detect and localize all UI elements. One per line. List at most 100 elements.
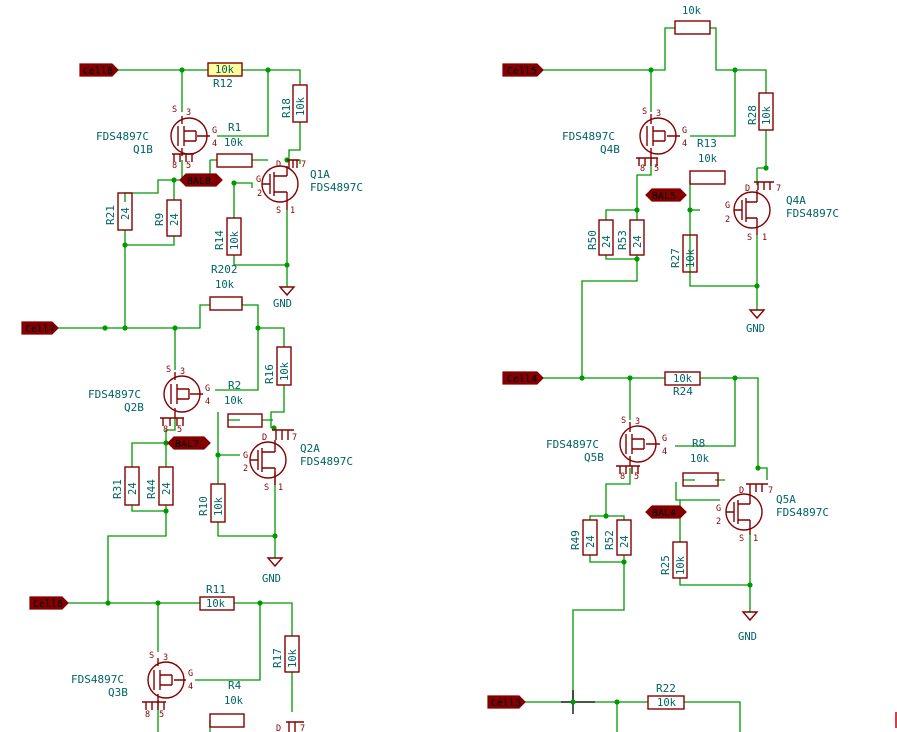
mosfet-q4a: G 2 D 7 S 1 Q4A FDS4897C (725, 181, 839, 243)
svg-text:10k: 10k (206, 598, 226, 610)
resistor-r16: 10k R16 (263, 346, 292, 386)
svg-text:10k: 10k (295, 96, 307, 116)
svg-text:7: 7 (768, 486, 773, 496)
svg-text:S: S (642, 107, 647, 117)
svg-text:G: G (243, 451, 248, 461)
svg-text:1: 1 (762, 233, 767, 243)
svg-text:R50: R50 (586, 230, 599, 250)
svg-text:R13: R13 (697, 137, 717, 150)
svg-text:7: 7 (776, 184, 781, 194)
ground-symbol-q5a: GND (738, 611, 759, 643)
svg-text:10k: 10k (761, 105, 773, 125)
svg-text:G: G (205, 384, 210, 394)
svg-text:FDS4897C: FDS4897C (96, 130, 149, 143)
svg-text:R1: R1 (228, 121, 241, 134)
resistor-r31: 24 R31 (111, 466, 140, 506)
svg-text:24: 24 (120, 207, 132, 220)
svg-text:24: 24 (127, 482, 139, 495)
svg-text:BAL4: BAL4 (652, 508, 676, 519)
svg-text:FDS4897C: FDS4897C (776, 506, 829, 519)
svg-text:7: 7 (300, 724, 305, 732)
svg-text:G: G (725, 201, 730, 211)
junctions (102, 67, 769, 705)
svg-text:FDS4897C: FDS4897C (546, 438, 599, 451)
resistor-r10: 10k R10 (197, 483, 226, 523)
svg-text:10k: 10k (685, 248, 697, 268)
mosfet-q5a: G 2 D 7 S 1 Q5A FDS4897C (716, 483, 829, 544)
svg-text:1: 1 (753, 534, 758, 544)
svg-text:FDS4897C: FDS4897C (300, 455, 353, 468)
svg-text:10k: 10k (673, 373, 693, 385)
svg-text:S: S (739, 534, 744, 544)
resistor-r24: 10k R24 (664, 371, 701, 398)
svg-text:Cell4: Cell4 (507, 374, 537, 385)
svg-text:10k: 10k (279, 361, 291, 381)
svg-text:Q1A: Q1A (310, 168, 330, 181)
svg-text:Q2A: Q2A (300, 442, 320, 455)
svg-text:R53: R53 (616, 230, 629, 250)
svg-text:5: 5 (177, 425, 182, 435)
svg-text:10k: 10k (224, 137, 244, 149)
svg-text:4: 4 (682, 139, 687, 149)
svg-text:3: 3 (180, 367, 185, 377)
svg-text:7: 7 (292, 433, 297, 443)
svg-text:G: G (188, 669, 193, 679)
mosfet-q1b: S 3 G 4 8 5 FDS4897C Q1B (96, 105, 217, 171)
svg-text:BAL8: BAL8 (187, 176, 211, 187)
svg-text:GND: GND (262, 573, 281, 585)
svg-text:Q4B: Q4B (600, 143, 620, 156)
svg-text:R28: R28 (746, 105, 759, 125)
resistor-r14: 10k R14 (213, 217, 242, 256)
svg-text:GND: GND (738, 631, 757, 643)
svg-text:Cell3: Cell3 (491, 698, 521, 709)
svg-text:FDS4897C: FDS4897C (562, 130, 615, 143)
resistor-r17: 10k R17 (271, 635, 300, 673)
svg-text:24: 24 (585, 535, 597, 548)
net-label-bal7: BAL7 (167, 436, 211, 450)
svg-text:R27: R27 (669, 248, 682, 268)
svg-text:R31: R31 (111, 479, 124, 499)
svg-text:S: S (621, 416, 626, 426)
svg-text:10k: 10k (215, 64, 235, 76)
svg-text:R17: R17 (271, 648, 284, 668)
svg-text:R22: R22 (656, 682, 676, 695)
resistor-r21: 24 R21 (104, 192, 133, 231)
svg-text:5: 5 (634, 472, 639, 482)
svg-text:10k: 10k (675, 555, 687, 575)
svg-text:Cell6: Cell6 (33, 599, 63, 610)
mosfet-q3b: S 3 G 4 8 5 FDS4897C Q3B (71, 651, 193, 720)
resistor-r13: R13 10k (689, 137, 726, 185)
resistor-r2: R2 10k (224, 379, 263, 428)
net-label-cell6: Cell6 (29, 596, 69, 610)
svg-text:10k: 10k (213, 496, 225, 516)
resistor-r50: 24 R50 (586, 219, 614, 256)
svg-text:24: 24 (619, 535, 631, 548)
net-label-cell8: Cell8 (79, 63, 119, 77)
resistor-r1: R1 10k (216, 121, 253, 168)
svg-text:Q5A: Q5A (776, 493, 796, 506)
svg-text:4: 4 (205, 397, 210, 407)
svg-text:3: 3 (635, 417, 640, 427)
svg-text:FDS4897C: FDS4897C (71, 673, 124, 686)
svg-text:R9: R9 (153, 213, 166, 226)
svg-text:FDS4897C: FDS4897C (88, 388, 141, 401)
resistor-r8: R8 10k (682, 437, 719, 487)
svg-text:24: 24 (169, 213, 181, 226)
ground-symbol-q1a: GND (273, 286, 296, 310)
svg-text:Cell7: Cell7 (25, 324, 55, 335)
svg-text:10k: 10k (224, 695, 244, 707)
svg-text:10k: 10k (690, 453, 710, 465)
svg-text:FDS4897C: FDS4897C (786, 207, 839, 220)
svg-text:8: 8 (172, 161, 177, 171)
svg-text:R202: R202 (211, 263, 238, 276)
svg-text:R25: R25 (659, 555, 672, 575)
svg-text:Cell8: Cell8 (83, 66, 113, 77)
svg-text:R10: R10 (197, 496, 210, 516)
svg-text:Q5B: Q5B (584, 451, 604, 464)
svg-text:10k: 10k (682, 5, 702, 17)
svg-text:G: G (662, 434, 667, 444)
resistor-r13-top: 10k (674, 5, 711, 35)
net-label-bal5: BAL5 (645, 188, 687, 202)
svg-text:2: 2 (257, 189, 262, 199)
